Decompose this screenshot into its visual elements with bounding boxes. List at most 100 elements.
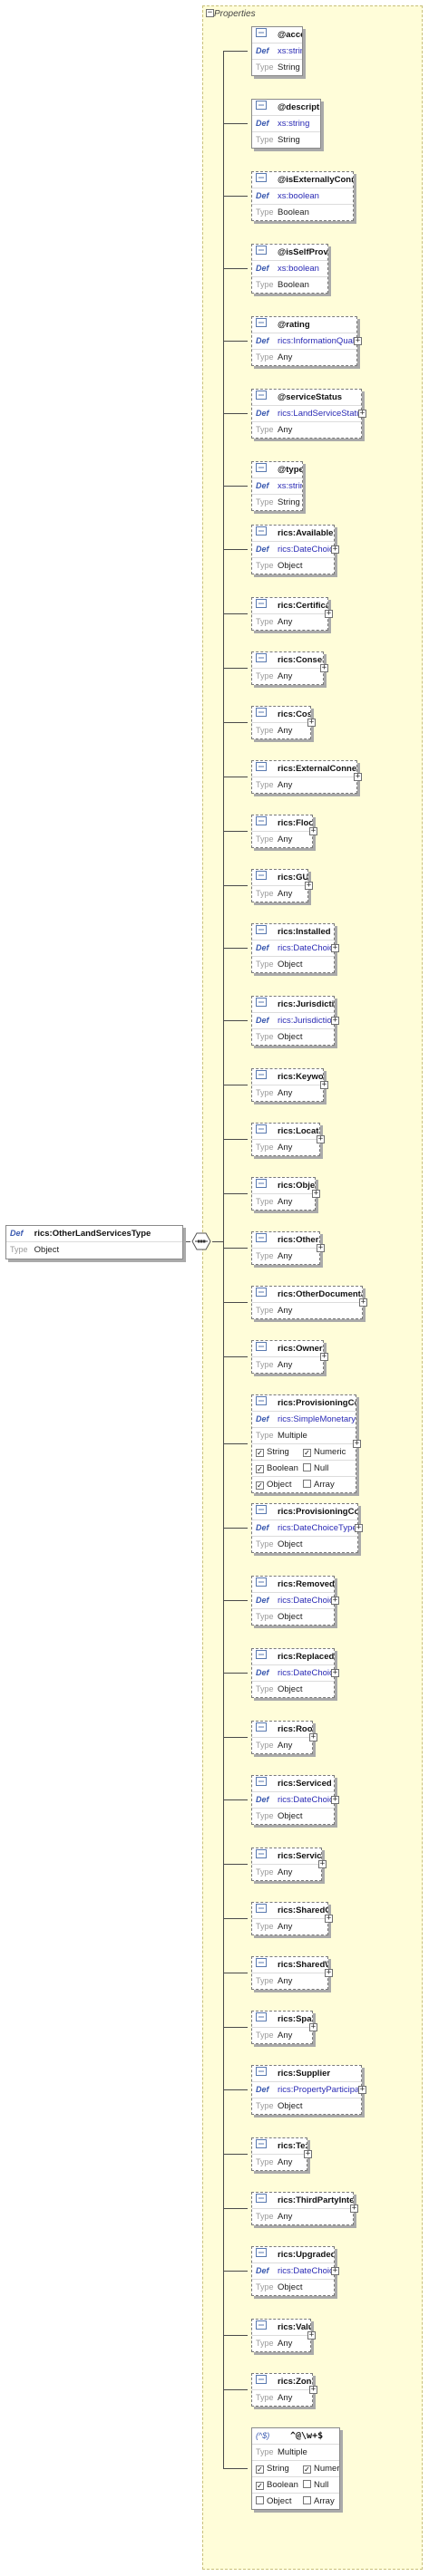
property-definition[interactable]: xs:boolean: [278, 191, 319, 201]
property-box-rics-ownership[interactable]: rics:OwnershipTypeAny: [251, 1340, 324, 1374]
expand-plus-icon[interactable]: +: [309, 2385, 317, 2394]
property-box-rics-rooms[interactable]: rics:RoomsTypeAny: [251, 1721, 313, 1754]
property-box-w[interactable]: (^$)^@\w+$TypeMultiple✓String✓Numeric✓Bo…: [251, 2427, 340, 2510]
expand-plus-icon[interactable]: +: [317, 1134, 325, 1143]
property-box-rics-otherdocumentation[interactable]: rics:OtherDocumentationTypeAny: [251, 1286, 363, 1319]
property-box-rics-costs[interactable]: rics:CostsTypeAny: [251, 706, 311, 739]
property-definition[interactable]: rics:DateChoiceType: [278, 2266, 334, 2276]
expand-plus-icon[interactable]: +: [354, 772, 362, 781]
type-checkbox-array[interactable]: Array: [303, 2494, 339, 2509]
expand-plus-icon[interactable]: +: [325, 609, 333, 618]
type-checkbox-null[interactable]: Null: [303, 1461, 350, 1476]
property-box-rics-provisioningcost[interactable]: rics:ProvisioningCostDefrics:SimpleMonet…: [251, 1394, 356, 1493]
property-definition[interactable]: rics:DateChoiceType: [278, 1523, 357, 1533]
expand-plus-icon[interactable]: +: [312, 1189, 320, 1198]
type-checkbox-string[interactable]: ✓String: [256, 1444, 303, 1460]
property-box-rating[interactable]: @ratingDefrics:InformationQualityEnumTyp…: [251, 316, 357, 366]
property-definition[interactable]: xs:boolean: [278, 264, 319, 274]
property-definition[interactable]: rics:DateChoiceType: [278, 1596, 334, 1606]
expand-plus-icon[interactable]: +: [309, 1732, 317, 1741]
property-box-rics-guid[interactable]: rics:GUIDTypeAny: [251, 869, 308, 902]
property-definition[interactable]: rics:PropertyParticipantType: [278, 2085, 361, 2095]
property-box-rics-replaced[interactable]: rics:ReplacedDefrics:DateChoiceTypeTypeO…: [251, 1648, 335, 1698]
type-checkbox-numeric[interactable]: ✓Numeric: [303, 1444, 350, 1460]
property-box-rics-sharedcosts[interactable]: rics:SharedCostsTypeAny: [251, 1902, 328, 1935]
expand-plus-icon[interactable]: +: [325, 1968, 333, 1977]
expand-plus-icon[interactable]: +: [358, 2085, 366, 2094]
property-definition[interactable]: xs:string: [278, 481, 302, 491]
property-definition[interactable]: rics:InformationQualityEnum: [278, 336, 356, 346]
property-definition[interactable]: rics:LandServiceStatusEnum: [278, 409, 361, 419]
type-checkbox-boolean[interactable]: ✓Boolean: [256, 1461, 303, 1476]
property-box-rics-objects[interactable]: rics:ObjectsTypeAny: [251, 1177, 316, 1211]
property-box-rics-availablefrom[interactable]: rics:AvailableFromDefrics:DateChoiceType…: [251, 525, 335, 574]
type-checkbox-array[interactable]: Array: [303, 1477, 350, 1492]
expand-plus-icon[interactable]: +: [318, 1859, 327, 1868]
property-definition[interactable]: rics:DateChoiceType: [278, 1795, 334, 1805]
property-definition[interactable]: rics:DateChoiceType: [278, 943, 334, 953]
expand-plus-icon[interactable]: +: [331, 1596, 339, 1605]
property-box-rics-servicing[interactable]: rics:ServicingTypeAny: [251, 1848, 322, 1881]
type-checkbox-object[interactable]: ✓Object: [256, 1477, 303, 1492]
property-box-isexternallyconnected[interactable]: @isExternallyConnectedDefxs:booleanTypeB…: [251, 171, 354, 221]
expand-plus-icon[interactable]: +: [331, 1668, 339, 1677]
expand-plus-icon[interactable]: +: [305, 881, 313, 890]
expand-plus-icon[interactable]: +: [320, 1080, 328, 1089]
property-box-servicestatus[interactable]: @serviceStatusDefrics:LandServiceStatusE…: [251, 389, 362, 439]
expand-plus-icon[interactable]: +: [353, 1439, 361, 1448]
property-box-rics-serviced[interactable]: rics:ServicedDefrics:DateChoiceTypeTypeO…: [251, 1775, 335, 1825]
collapse-toggle-icon[interactable]: −: [206, 8, 214, 17]
expand-plus-icon[interactable]: +: [320, 1352, 328, 1361]
expand-plus-icon[interactable]: +: [350, 2204, 358, 2213]
property-box-rics-upgraded[interactable]: rics:UpgradedDefrics:DateChoiceTypeTypeO…: [251, 2246, 335, 2296]
expand-plus-icon[interactable]: +: [325, 1914, 333, 1923]
type-checkbox-numeric[interactable]: ✓Numeric: [303, 2461, 339, 2476]
expand-plus-icon[interactable]: +: [309, 826, 317, 835]
expand-plus-icon[interactable]: +: [359, 1298, 367, 1307]
sequence-compositor-icon[interactable]: [190, 1230, 212, 1252]
expand-plus-icon[interactable]: +: [331, 1016, 339, 1025]
property-box-rics-supplier[interactable]: rics:SupplierDefrics:PropertyParticipant…: [251, 2065, 362, 2115]
root-element-box[interactable]: Def rics:OtherLandServicesType Type Obje…: [5, 1225, 183, 1259]
property-box-rics-spaces[interactable]: rics:SpacesTypeAny: [251, 2011, 313, 2044]
property-box-rics-thirdpartyinterests[interactable]: rics:ThirdPartyInterestsTypeAny: [251, 2192, 354, 2225]
expand-plus-icon[interactable]: +: [331, 2266, 339, 2275]
type-checkbox-null[interactable]: Null: [303, 2477, 339, 2493]
property-box-rics-zones[interactable]: rics:ZonesTypeAny: [251, 2373, 313, 2407]
expand-plus-icon[interactable]: +: [331, 1795, 339, 1804]
type-checkbox-object[interactable]: Object: [256, 2494, 303, 2509]
property-box-rics-provisioningcostdate[interactable]: rics:ProvisioningCostDateDefrics:DateCho…: [251, 1503, 358, 1553]
expand-plus-icon[interactable]: +: [307, 718, 316, 727]
property-box-rics-externalconnection[interactable]: rics:ExternalConnectionTypeAny: [251, 760, 357, 794]
expand-plus-icon[interactable]: +: [331, 545, 339, 554]
property-definition[interactable]: xs:string: [278, 46, 302, 56]
expand-plus-icon[interactable]: +: [309, 2022, 317, 2031]
property-definition[interactable]: rics:DateChoiceType: [278, 1668, 334, 1678]
property-box-rics-consent[interactable]: rics:ConsentTypeAny: [251, 651, 324, 685]
property-box-rics-certificates[interactable]: rics:CertificatesTypeAny: [251, 597, 328, 631]
expand-plus-icon[interactable]: +: [320, 663, 328, 672]
expand-plus-icon[interactable]: +: [358, 409, 366, 418]
property-definition[interactable]: rics:JurisdictionType: [278, 1016, 334, 1026]
property-box-rics-otherdata[interactable]: rics:OtherDataTypeAny: [251, 1231, 320, 1265]
expand-plus-icon[interactable]: +: [331, 943, 339, 952]
expand-plus-icon[interactable]: +: [317, 1243, 325, 1252]
type-checkbox-boolean[interactable]: ✓Boolean: [256, 2477, 303, 2493]
property-box-rics-removed[interactable]: rics:RemovedDefrics:DateChoiceTypeTypeOb…: [251, 1576, 335, 1626]
type-checkbox-string[interactable]: ✓String: [256, 2461, 303, 2476]
property-box-rics-text[interactable]: rics:TextTypeAny: [251, 2137, 307, 2171]
expand-plus-icon[interactable]: +: [355, 1523, 363, 1532]
property-box-rics-values[interactable]: rics:ValuesTypeAny: [251, 2319, 311, 2352]
property-box-rics-jurisdiction[interactable]: rics:JurisdictionDefrics:JurisdictionTyp…: [251, 996, 335, 1046]
property-box-rics-installed[interactable]: rics:InstalledDefrics:DateChoiceTypeType…: [251, 923, 335, 973]
expand-plus-icon[interactable]: +: [354, 336, 362, 345]
property-definition[interactable]: xs:string: [278, 119, 310, 129]
property-definition[interactable]: rics:DateChoiceType: [278, 545, 334, 555]
expand-plus-icon[interactable]: +: [304, 2149, 312, 2158]
property-box-rics-located[interactable]: rics:LocatedTypeAny: [251, 1123, 320, 1156]
property-box-rics-keywords[interactable]: rics:KeywordsTypeAny: [251, 1068, 324, 1102]
